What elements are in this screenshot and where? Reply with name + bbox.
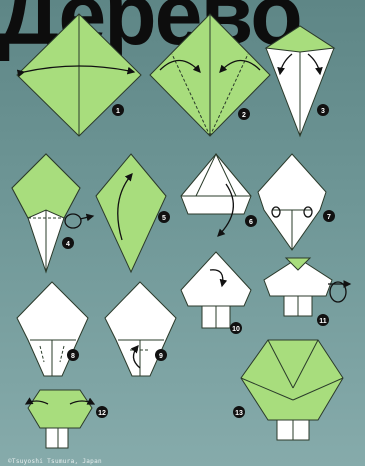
step-5-number: 5: [162, 215, 166, 222]
step-9-figure: 9: [105, 282, 176, 376]
step-6-number: 6: [249, 219, 253, 226]
step-4-figure: 4: [12, 154, 93, 272]
step-1-number: 1: [116, 108, 120, 115]
step-13-number: 13: [235, 410, 243, 417]
step-12-figure: 12: [26, 390, 108, 448]
step-12-number: 12: [98, 410, 106, 417]
step-3-figure: 3: [266, 26, 334, 136]
credit-text: ©Tsuyoshi Tsumura, Japan: [8, 458, 102, 465]
step-3-number: 3: [321, 108, 325, 115]
step-10-figure: 10: [181, 252, 251, 334]
step-7-figure: 7: [258, 154, 335, 250]
step-6-figure: 6: [181, 154, 257, 236]
step-8-figure: 8: [17, 282, 88, 376]
step-11-number: 11: [319, 318, 327, 325]
step-8-number: 8: [71, 353, 75, 360]
step-7-number: 7: [327, 214, 331, 221]
step-10-number: 10: [232, 326, 240, 333]
step-2-number: 2: [242, 112, 246, 119]
step-9-number: 9: [159, 353, 163, 360]
step-11-figure: 11: [264, 258, 350, 326]
step-1-figure: 1: [17, 14, 141, 136]
step-13-figure: 13: [233, 340, 343, 440]
step-4-number: 4: [66, 241, 70, 248]
step-5-figure: 5: [96, 154, 170, 272]
step-2-figure: 2: [150, 14, 270, 136]
